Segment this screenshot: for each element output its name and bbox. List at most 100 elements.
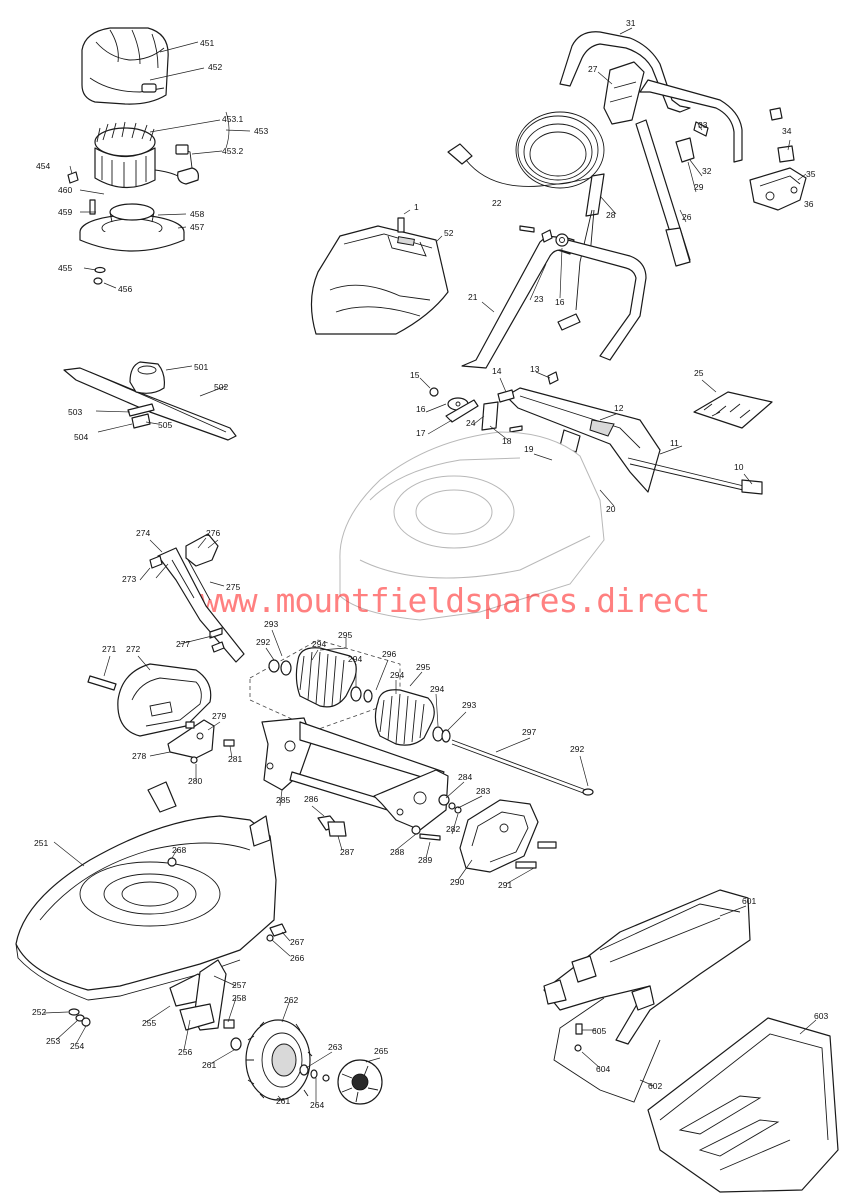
label-283: 283: [476, 786, 490, 796]
watermark: www.mountfieldspares.direct: [200, 581, 709, 620]
label-502: 502: [214, 382, 228, 392]
knob-23: [541, 229, 553, 243]
label-272: 272: [126, 644, 140, 654]
nut-604: [574, 1044, 582, 1052]
label-278: 278: [132, 751, 146, 761]
label-254: 254: [70, 1041, 84, 1051]
switch-box-35-36: [749, 167, 807, 211]
clip-264: [310, 1069, 318, 1079]
grassbox-frame-601: [543, 889, 751, 1045]
mower-deck: [15, 781, 277, 1001]
label-267: 267: [290, 937, 304, 947]
label-501: 501: [194, 362, 208, 372]
label-458: 458: [190, 209, 204, 219]
label-18: 18: [502, 436, 512, 446]
label-277: 277: [176, 639, 190, 649]
nut-456: [93, 277, 103, 285]
label-271: 271: [102, 644, 116, 654]
label-279: 279: [212, 711, 226, 721]
label-24: 24: [466, 418, 476, 428]
label-454: 454: [36, 161, 50, 171]
bracket-278-281: [167, 719, 235, 764]
bolt-22: [519, 225, 535, 233]
label-261a: 261: [202, 1060, 216, 1070]
control-bar: [505, 387, 661, 493]
label-293b: 293: [462, 700, 476, 710]
label-52: 52: [444, 228, 454, 238]
washer-282: [454, 806, 462, 814]
motor-cover: [81, 27, 169, 105]
washer-288: [411, 825, 421, 835]
label-453: 453: [254, 126, 268, 136]
label-12: 12: [614, 403, 624, 413]
nut-254: [81, 1017, 91, 1027]
label-25: 25: [694, 368, 704, 378]
label-15: 15: [410, 370, 420, 380]
label-505: 505: [158, 420, 172, 430]
cable-clip-29: [675, 137, 695, 163]
label-291: 291: [498, 880, 512, 890]
grassbox-rod-602: [553, 997, 661, 1103]
label-276: 276: [206, 528, 220, 538]
label-32: 32: [702, 166, 712, 176]
label-294c: 294: [390, 670, 404, 680]
label-31: 31: [626, 18, 636, 28]
label-290: 290: [450, 877, 464, 887]
label-601: 601: [742, 896, 756, 906]
lower-handle: [461, 233, 647, 369]
label-33: 33: [698, 120, 708, 130]
label-455: 455: [58, 263, 72, 273]
side-cover-290: [459, 799, 539, 873]
washer-455: [94, 266, 106, 274]
label-27: 27: [588, 64, 598, 74]
label-265: 265: [374, 1046, 388, 1056]
label-456: 456: [118, 284, 132, 294]
height-lever: [149, 533, 245, 663]
label-457: 457: [190, 222, 204, 232]
label-286: 286: [304, 794, 318, 804]
label-21: 21: [468, 292, 478, 302]
grassbox-bag-603: [647, 1017, 839, 1193]
spring-10: [741, 479, 763, 495]
label-256: 256: [178, 1047, 192, 1057]
label-11: 11: [670, 438, 679, 448]
switch-cable: [557, 313, 581, 331]
label-451: 451: [200, 38, 214, 48]
label-603: 603: [814, 1011, 828, 1021]
label-292a: 292: [256, 637, 270, 647]
upper-handle: [559, 31, 743, 267]
roller-frame-285: [261, 717, 449, 831]
label-453.1: 453.1: [222, 114, 244, 124]
screw-33: [769, 107, 783, 121]
label-266: 266: [290, 953, 304, 963]
label-263: 263: [328, 1042, 342, 1052]
label-604: 604: [596, 1064, 610, 1074]
label-14: 14: [492, 366, 502, 376]
leader-lines: [43, 27, 817, 1104]
rear-rollers: [268, 647, 451, 746]
bracket-267: [269, 923, 287, 937]
screw-454: [67, 171, 79, 184]
label-23: 23: [534, 294, 544, 304]
label-16a: 16: [555, 297, 565, 307]
label-288: 288: [390, 847, 404, 857]
rear-wheel-262: [245, 1019, 313, 1101]
label-605: 605: [592, 1026, 606, 1036]
label-17: 17: [416, 428, 426, 438]
label-287: 287: [340, 847, 354, 857]
washer-252: [68, 1008, 80, 1016]
bush-287: [327, 821, 347, 837]
bolt-291b: [515, 861, 537, 869]
bolt-291a: [537, 841, 557, 849]
axle-297: [451, 739, 587, 795]
label-280: 280: [188, 776, 202, 786]
label-504: 504: [74, 432, 88, 442]
label-257: 257: [232, 980, 246, 990]
spring-14: [497, 389, 515, 403]
hardware-bag-25: [693, 391, 773, 429]
grassbox-lid: [310, 225, 449, 335]
label-294a: 294: [312, 639, 326, 649]
rear-cover-272: [117, 663, 212, 737]
label-289: 289: [418, 855, 432, 865]
label-253: 253: [46, 1036, 60, 1046]
